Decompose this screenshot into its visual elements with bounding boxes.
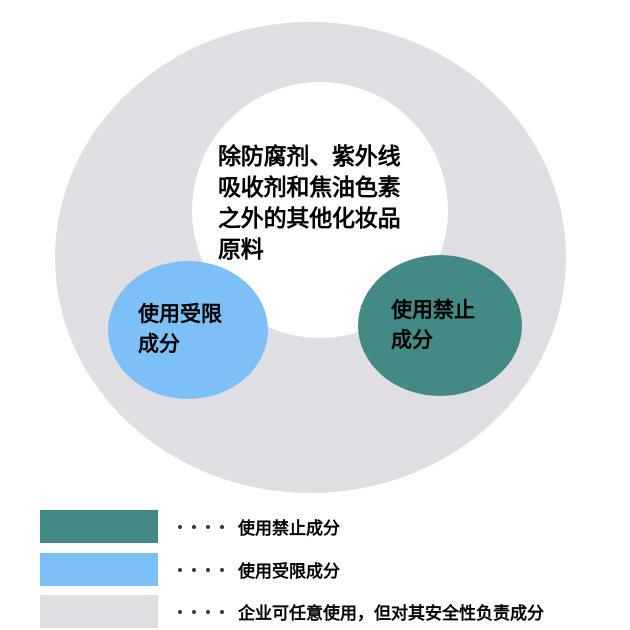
venn-diagram: 除防腐剂、紫外线 吸收剂和焦油色素 之外的其他化妆品 原料 使用受限 成分 使用…: [55, 22, 566, 493]
leader-dot-icon: [220, 567, 224, 572]
leader-dot-icon: [192, 609, 196, 614]
legend-leader-dots: [178, 595, 224, 628]
leader-dot-icon: [206, 567, 210, 572]
teal-circle-prohibited-ingredients: [358, 255, 522, 396]
leader-dot-icon: [206, 524, 210, 529]
legend-label-prohibited: 使用禁止成分: [238, 519, 340, 538]
teal-circle-label: 使用禁止 成分: [391, 299, 475, 352]
leader-dot-icon: [192, 567, 196, 572]
legend-swatch-prohibited: [40, 510, 158, 543]
legend-row: 使用受限成分: [0, 553, 630, 586]
leader-dot-icon: [220, 609, 224, 614]
leader-dot-icon: [178, 567, 182, 572]
legend-swatch-restricted: [40, 553, 158, 586]
legend-label-free-use: 企业可任意使用，但对其安全性负责成分: [238, 604, 544, 623]
leader-dot-icon: [178, 524, 182, 529]
legend-leader-dots: [178, 510, 224, 543]
leader-dot-icon: [192, 524, 196, 529]
legend-row: 企业可任意使用，但对其安全性负责成分: [0, 595, 630, 628]
legend-row: 使用禁止成分: [0, 510, 630, 543]
leader-dot-icon: [220, 524, 224, 529]
blue-circle-label: 使用受限 成分: [138, 303, 222, 356]
legend-leader-dots: [178, 553, 224, 586]
blue-circle-restricted-ingredients: [108, 261, 268, 399]
leader-dot-icon: [178, 609, 182, 614]
leader-dot-icon: [206, 609, 210, 614]
center-description-text: 除防腐剂、紫外线 吸收剂和焦油色素 之外的其他化妆品 原料: [218, 143, 401, 262]
legend-swatch-free-use: [40, 595, 158, 628]
legend-label-restricted: 使用受限成分: [238, 562, 340, 581]
legend: 使用禁止成分 使用受限成分 企业可任意使用，但对其安全性负责成分: [0, 505, 630, 630]
